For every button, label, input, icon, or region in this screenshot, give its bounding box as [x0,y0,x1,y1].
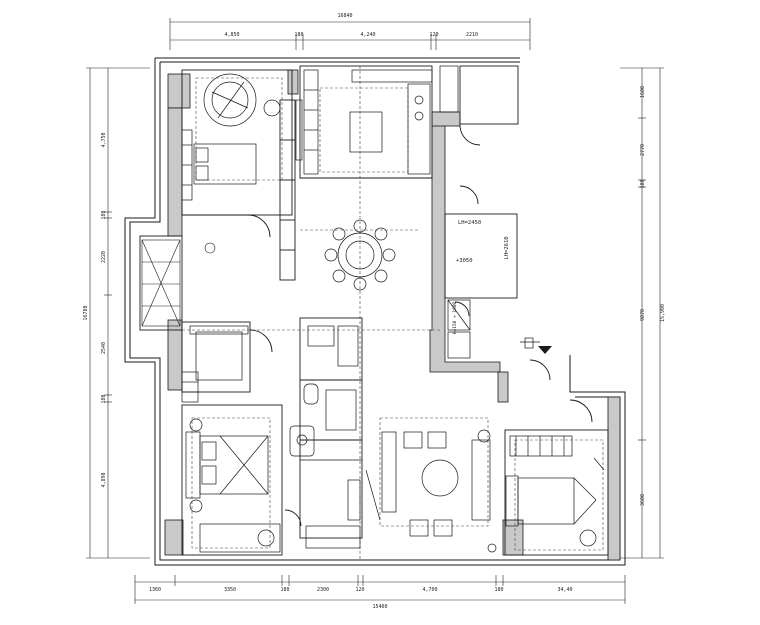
ceiling-height-label-2: LH=2610 [504,236,510,259]
top-segment-2: 180 [294,32,303,38]
ceiling-dashed-lines [182,66,604,560]
living-room-furniture [365,429,497,553]
floor-level-label: +3050 [456,258,473,264]
toilet-icon [204,242,216,254]
bed-top-left [193,143,257,185]
dining-chair [353,277,367,291]
dining-chair [332,269,346,283]
bedroom-top-left-furniture [181,73,281,201]
ceiling-height-label-1: LH=2450 [458,220,481,226]
bottom-segment-1: 1360 [149,587,161,593]
left-dimension-line [86,67,150,559]
right-dimension-line [620,67,664,559]
bed-bottom-left [199,435,269,495]
entry-arrow-icon [538,346,552,354]
bottom-dimension-line [134,575,626,604]
bedroom-bottom-right-furniture [505,435,605,547]
sofa-right [471,439,491,521]
left-total-dimension: 16780 [83,305,89,320]
bottom-segment-3: 180 [280,587,289,593]
right-upper-details [447,299,540,359]
bottom-segment-8: 34,40 [557,587,572,593]
dining-chair [324,248,338,262]
left-segment-6: 4,890 [101,472,107,487]
right-segment-3: 180 [640,179,646,188]
side-table [263,99,281,117]
dining-chair [332,227,346,241]
bottom-total-dimension: 15460 [372,604,387,610]
armchair [403,431,423,449]
structural-walls [164,69,621,561]
dining-chair [382,248,396,262]
dining-chair [374,269,388,283]
bottom-segment-5: 120 [355,587,364,593]
dining-table [337,232,383,278]
bedroom-bottom-left-furniture [185,418,281,553]
partitions [139,65,609,556]
column-bottom-left [497,371,509,403]
balcony-furniture [141,239,216,327]
toilet [303,383,319,405]
top-segment-3: 4,240 [360,32,375,38]
kitchen-island [349,111,383,153]
bottom-segment-2: 3350 [224,587,236,593]
small-note-label: H=150 + 1600 [452,301,458,334]
column-top-left [167,73,191,109]
top-segment-5: 2210 [466,32,478,38]
column-bottom-right [607,396,621,561]
sofa-left [381,431,397,513]
coffee-table [421,459,459,497]
armchair [409,519,429,537]
round-rug [203,73,257,127]
right-total-dimension: 15,900 [660,304,666,322]
top-dimension-line [169,18,531,50]
wall-left-mid [167,319,183,391]
bed-bottom-right [517,477,575,525]
right-segment-4: 9870 [640,309,646,321]
right-segment-1: 1600 [640,86,646,98]
top-segment-1: 4,850 [224,32,239,38]
left-segment-3: 2220 [101,251,107,263]
kitchen-furniture [295,65,459,175]
dining-chair [374,227,388,241]
armchair [433,519,453,537]
bottom-segment-7: 180 [494,587,503,593]
right-segment-2: 2770 [640,144,646,156]
dining-chair [353,219,367,233]
left-segment-2: 180 [101,210,107,219]
top-segment-4: 120 [429,32,438,38]
left-segment-5: 180 [101,394,107,403]
bathroom-furniture [289,325,362,549]
bottom-segment-4: 2300 [317,587,329,593]
left-segment-1: 4,750 [101,132,107,147]
exterior-walls [124,57,626,566]
wall-central-l [429,111,501,373]
column-top-mid [287,69,299,95]
right-segment-5: 3600 [640,494,646,506]
bed-mid-left [195,331,243,381]
top-total-dimension: 16840 [337,13,352,19]
wall-right-stub [431,111,461,127]
bedroom-mid-left-furniture [181,325,249,403]
wall-left-upper [167,107,183,237]
bottom-segment-6: 4,700 [422,587,437,593]
wall-left-lower [164,519,184,556]
dining-furniture [324,219,396,291]
bathtub [289,425,315,457]
armchair [427,431,447,449]
left-segment-4: 2540 [101,342,107,354]
